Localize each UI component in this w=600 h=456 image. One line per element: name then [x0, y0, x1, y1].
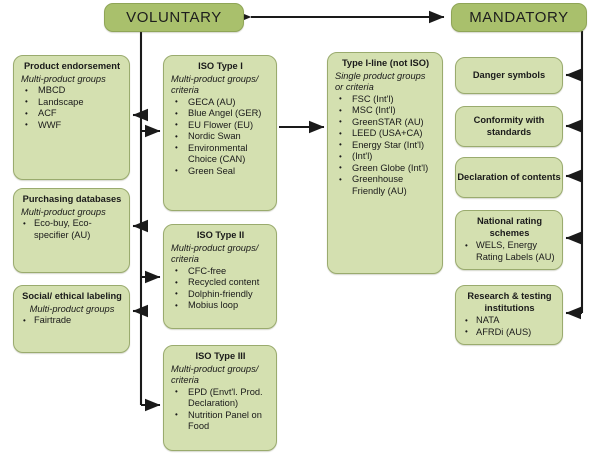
list-item: WELS, Energy Rating Labels (AU): [463, 240, 556, 263]
node-item-list: GECA (AU) Blue Angel (GER) EU Flower (EU…: [171, 96, 270, 178]
node-purchasing-databases[interactable]: Purchasing databases Multi-product group…: [13, 188, 130, 273]
node-item-list: WELS, Energy Rating Labels (AU): [463, 240, 556, 263]
list-item: Nutrition Panel on Food: [171, 409, 270, 433]
list-item: Green Globe (Int'l): [335, 162, 436, 175]
node-iso-type-iii[interactable]: ISO Type III Multi-product groups/ crite…: [163, 345, 277, 451]
node-national-rating-schemes[interactable]: National rating schemes WELS, Energy Rat…: [455, 210, 563, 270]
node-subtitle: Multi-product groups/ criteria: [171, 73, 259, 96]
node-type-i-line[interactable]: Type I-line (not ISO) Single product gro…: [327, 52, 443, 274]
node-item-list: NATA AFRDi (AUS): [463, 315, 556, 338]
node-item-list: EPD (Envt'l. Prod. Declaration) Nutritio…: [171, 386, 270, 433]
list-item: Fairtrade: [21, 315, 123, 327]
node-title: Declaration of contents: [457, 171, 561, 182]
node-item-list: MBCD Landscape ACF WWF: [21, 85, 123, 131]
list-item: LEED (USA+CA): [335, 128, 436, 140]
node-title: Type I-line (not ISO): [341, 58, 430, 68]
list-item: EU Flower (EU): [171, 119, 270, 132]
node-title: Danger symbols: [472, 69, 546, 80]
list-item: Mobius loop: [171, 300, 270, 312]
node-research-testing-institutions[interactable]: Research & testing institutions NATA AFR…: [455, 285, 563, 345]
list-item: Landscape: [21, 96, 123, 109]
node-subtitle: Single product groups or criteria: [335, 70, 426, 93]
node-product-endorsement[interactable]: Product endorsement Multi-product groups…: [13, 55, 130, 180]
list-item: WWF: [21, 119, 123, 132]
node-title: ISO Type III: [195, 351, 246, 361]
list-item: FSC (Int'l): [335, 93, 436, 106]
node-conformity-with-standards[interactable]: Conformity with standards: [455, 106, 563, 147]
node-title: Product endorsement: [23, 61, 121, 71]
list-item: MBCD: [21, 85, 123, 97]
node-item-list: FSC (Int'l) MSC (Int'l) GreenSTAR (AU) L…: [335, 93, 436, 198]
list-item: Blue Angel (GER): [171, 108, 270, 120]
node-title: Conformity with standards: [473, 115, 545, 137]
node-title: Social/ ethical labeling: [22, 291, 122, 301]
header-mandatory[interactable]: MANDATORY: [451, 3, 587, 32]
list-item: Nordic Swan: [171, 131, 270, 143]
list-item: GreenSTAR (AU): [335, 116, 436, 129]
list-item: Green Seal: [171, 165, 270, 178]
list-item: CFC-free: [171, 265, 270, 278]
list-item: Recycled content: [171, 277, 270, 289]
list-item: MSC (Int'l): [335, 105, 436, 117]
node-iso-type-i[interactable]: ISO Type I Multi-product groups/ criteri…: [163, 55, 277, 211]
node-item-list: CFC-free Recycled content Dolphin-friend…: [171, 265, 270, 312]
list-item: NATA: [463, 315, 556, 327]
node-subtitle: Multi-product groups: [21, 73, 106, 84]
node-declaration-of-contents[interactable]: Declaration of contents: [455, 157, 563, 198]
node-title: National rating schemes: [476, 216, 543, 238]
list-item: Energy Star (Int'l): [335, 139, 436, 152]
list-item: EPD (Envt'l. Prod. Declaration): [171, 386, 270, 410]
node-danger-symbols[interactable]: Danger symbols: [455, 57, 563, 94]
list-item: ACF: [21, 108, 123, 120]
list-item: Eco-buy, Eco-specifier (AU): [21, 218, 123, 241]
node-title: Purchasing databases: [22, 194, 122, 204]
header-voluntary-label: VOLUNTARY: [126, 9, 222, 26]
node-subtitle: Multi-product groups/ criteria: [171, 363, 259, 386]
node-title: Research & testing institutions: [467, 291, 552, 313]
list-item: Greenhouse Friendly (AU): [335, 174, 436, 197]
node-social-ethical-labeling[interactable]: Social/ ethical labeling Multi-product g…: [13, 285, 130, 353]
node-title: ISO Type II: [196, 230, 245, 240]
node-item-list: Fairtrade: [21, 315, 123, 327]
node-subtitle: Multi-product groups/ criteria: [171, 242, 259, 265]
list-item: GECA (AU): [171, 96, 270, 109]
node-subtitle: Multi-product groups: [29, 303, 115, 314]
header-mandatory-label: MANDATORY: [469, 9, 569, 26]
list-item: Environmental Choice (CAN): [171, 142, 270, 166]
node-item-list: Eco-buy, Eco-specifier (AU): [21, 218, 123, 241]
list-item: (Int'l): [335, 151, 436, 163]
list-item: Dolphin-friendly: [171, 288, 270, 301]
node-title: ISO Type I: [198, 61, 243, 71]
node-iso-type-ii[interactable]: ISO Type II Multi-product groups/ criter…: [163, 224, 277, 329]
node-subtitle: Multi-product groups: [21, 206, 106, 217]
header-voluntary[interactable]: VOLUNTARY: [104, 3, 244, 32]
list-item: AFRDi (AUS): [463, 326, 556, 339]
